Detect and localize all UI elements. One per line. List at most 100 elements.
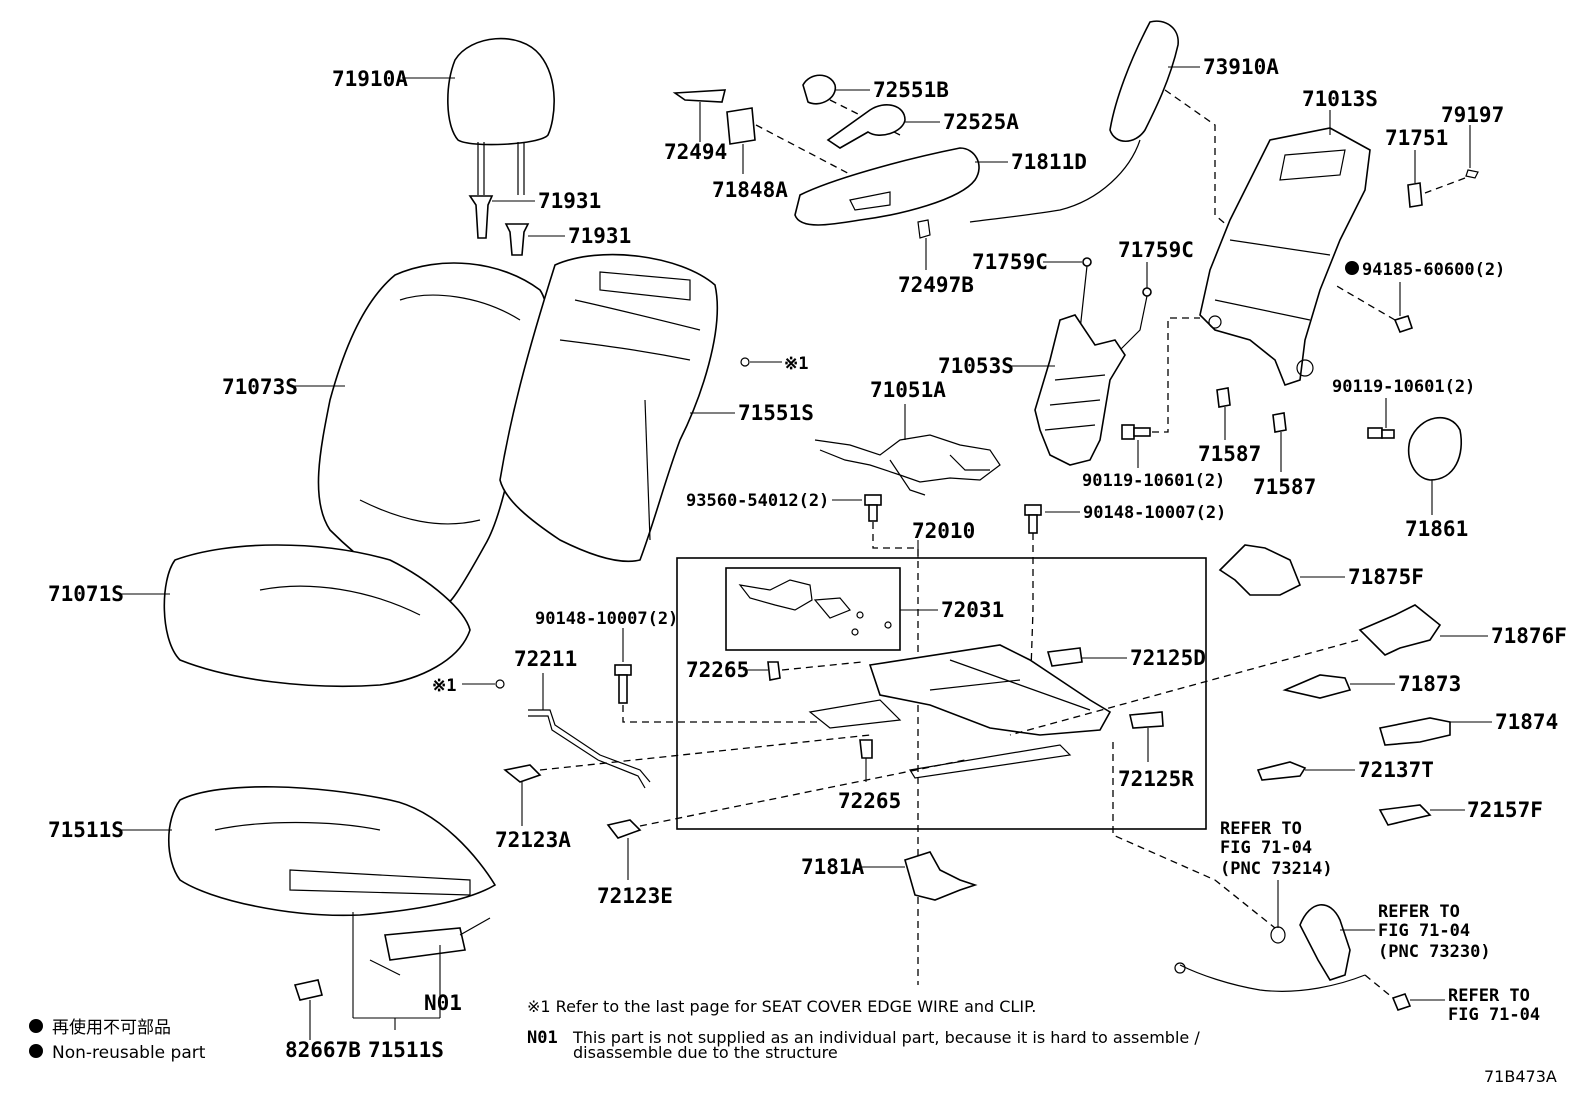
nut-94185	[1393, 315, 1414, 333]
label-72494: 72494	[664, 140, 727, 164]
label-71848a: 71848A	[712, 178, 788, 202]
nut-refer-3	[1391, 993, 1412, 1011]
cover-71861	[1408, 416, 1462, 481]
headrest-guide-71931	[468, 195, 530, 256]
refer-block-1: REFER TO FIG 71-04 (PNC 73214)	[1220, 819, 1333, 879]
bracket-7181a	[904, 851, 978, 901]
assembly-box-72010	[676, 557, 1207, 830]
label-71931-b: 71931	[568, 224, 631, 248]
label-71759c-a: 71759C	[972, 250, 1048, 274]
label-72265-b: 72265	[838, 789, 901, 813]
note-n01-line2: disassemble due to the structure	[573, 1043, 838, 1062]
lever-72525a	[826, 104, 906, 149]
svg-text:REFER TO: REFER TO	[1448, 986, 1530, 1006]
knob-72551b	[802, 74, 836, 105]
svg-text:FIG 71-04: FIG 71-04	[1378, 921, 1470, 941]
label-72010: 72010	[912, 519, 975, 543]
cap-71751	[1407, 182, 1423, 208]
bolt-90148-right	[1024, 504, 1042, 534]
lumbar-support-71053s	[1034, 314, 1126, 466]
label-82667b: 82667B	[285, 1038, 361, 1062]
motor-72031	[738, 579, 892, 636]
legend-bullet-jp	[29, 1019, 43, 1033]
label-90119-left: 90119-10601(2)	[1082, 471, 1225, 491]
label-71511s-b: 71511S	[368, 1038, 444, 1062]
label-73910a: 73910A	[1203, 55, 1279, 79]
pin-79197	[1465, 169, 1479, 179]
svg-text:FIG 71-04: FIG 71-04	[1448, 1005, 1540, 1025]
label-72137t: 72137T	[1358, 758, 1434, 782]
bolt-90119-right	[1367, 427, 1395, 439]
bolt-90119-left	[1121, 424, 1151, 440]
label-72031: 72031	[941, 598, 1004, 622]
cover-72157f	[1378, 804, 1432, 826]
side-shield-71811d	[794, 147, 980, 226]
cable-end-71759c-a	[1082, 257, 1092, 267]
label-71759c-b: 71759C	[1118, 238, 1194, 262]
label-71861: 71861	[1405, 517, 1468, 541]
label-71053s: 71053S	[938, 354, 1014, 378]
label-93560: 93560-54012(2)	[686, 491, 829, 511]
svg-text:FIG 71-04: FIG 71-04	[1220, 838, 1312, 858]
bolt-93560	[864, 494, 882, 522]
label-79197: 79197	[1441, 103, 1504, 127]
clip-72265-a	[767, 661, 781, 681]
airbag-73910a	[969, 20, 1179, 223]
seat-cushion-pad-71511s	[167, 786, 497, 917]
bracket-72125d	[1046, 647, 1083, 667]
label-7181a: 7181A	[801, 855, 865, 879]
label-71587-b: 71587	[1253, 475, 1316, 499]
label-71751: 71751	[1385, 126, 1448, 150]
cover-71873	[1282, 674, 1352, 699]
label-94185: 94185-60600(2)	[1362, 260, 1505, 280]
assembly-box-72031	[725, 567, 901, 651]
label-71910a: 71910A	[332, 67, 408, 91]
legend-bullet-en	[29, 1044, 43, 1058]
label-71811d: 71811D	[1011, 150, 1087, 174]
label-71511s: 71511S	[48, 818, 124, 842]
label-clip-left: ※1	[432, 676, 456, 696]
label-72497b: 72497B	[898, 273, 974, 297]
note-n01-code: N01	[527, 1028, 558, 1048]
cable-end-71759c-b	[1142, 287, 1152, 297]
nonreusable-marker-94185	[1345, 261, 1359, 275]
clip-71587-a	[1216, 387, 1231, 408]
label-72123a: 72123A	[495, 828, 571, 852]
clip-72265-b	[859, 739, 873, 759]
label-71071s: 71071S	[48, 582, 124, 606]
svg-text:REFER TO: REFER TO	[1378, 902, 1460, 922]
label-90148-left: 90148-10007(2)	[535, 609, 678, 629]
label-71931-a: 71931	[538, 189, 601, 213]
seatback-frame-71013s	[1199, 127, 1371, 386]
label-72525a: 72525A	[943, 110, 1019, 134]
label-71551s: 71551S	[738, 401, 814, 425]
clip-71587-b	[1272, 412, 1287, 433]
label-71873: 71873	[1398, 672, 1461, 696]
rod-72211	[528, 709, 651, 789]
label-71875f: 71875F	[1348, 565, 1424, 589]
label-71013s: 71013S	[1302, 87, 1378, 111]
label-n01: N01	[424, 991, 462, 1015]
note-n01-line1: This part is not supplied as an individu…	[572, 1028, 1200, 1047]
label-72265-a: 72265	[686, 658, 749, 682]
svg-text:(PNC 73214): (PNC 73214)	[1220, 859, 1333, 879]
seatback-cover-71073s	[317, 262, 548, 611]
diagram-id: 71B473A	[1484, 1067, 1557, 1086]
refer-block-2: REFER TO FIG 71-04 (PNC 73230)	[1378, 902, 1491, 962]
bracket-72123a	[503, 764, 542, 783]
label-72211: 72211	[514, 647, 577, 671]
seat-heater-n01	[369, 917, 491, 976]
buckle-pnc-73230	[1299, 904, 1351, 981]
headrest-71910a	[447, 37, 555, 195]
cover-72137t	[1256, 761, 1307, 781]
label-71051a: 71051A	[870, 378, 946, 402]
bracket-72125r	[1129, 711, 1164, 729]
cover-71874	[1378, 717, 1451, 746]
legend-jp: 再使用不可部品	[52, 1017, 171, 1038]
label-72157f: 72157F	[1467, 798, 1543, 822]
svg-text:(PNC 73230): (PNC 73230)	[1378, 942, 1491, 962]
label-72551b: 72551B	[873, 78, 949, 102]
label-71876f: 71876F	[1491, 624, 1567, 648]
label-72123e: 72123E	[597, 884, 673, 908]
